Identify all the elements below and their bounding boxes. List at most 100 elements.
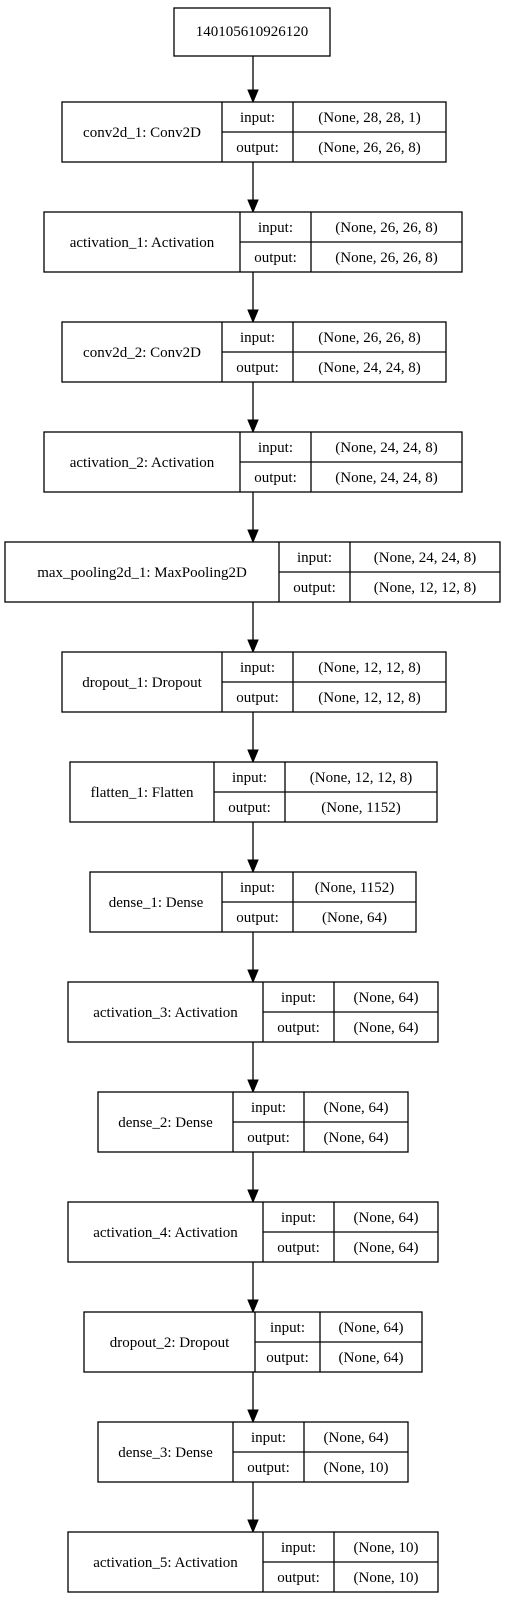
arrowhead: [247, 309, 259, 324]
output-shape: (None, 24, 24, 8): [318, 360, 420, 376]
edges: [247, 56, 259, 1534]
input-shape: (None, 26, 26, 8): [318, 330, 420, 346]
output-label: output:: [277, 1570, 320, 1586]
arrowhead: [247, 969, 259, 984]
layer-name: dense_3: Dense: [118, 1445, 213, 1461]
layer-node: conv2d_1: Conv2D input: output: (None, 28, …: [61, 101, 447, 163]
input-shape: (None, 12, 12, 8): [310, 770, 412, 786]
edge-arrow: [247, 162, 259, 214]
layer-name: conv2d_1: Conv2D: [83, 125, 201, 141]
layer-name: dense_1: Dense: [109, 895, 204, 911]
input-shape: (None, 28, 28, 1): [318, 110, 420, 126]
output-label: output:: [236, 140, 279, 156]
input-label: input:: [240, 330, 275, 346]
input-label: input:: [281, 990, 316, 1006]
output-shape: (None, 64): [339, 1350, 404, 1366]
edge-arrow: [247, 1482, 259, 1534]
layer-name: activation_2: Activation: [70, 455, 215, 471]
output-shape: (None, 64): [354, 1020, 419, 1036]
edge-arrow: [247, 712, 259, 764]
input-label: input:: [258, 440, 293, 456]
input-node: 140105610926120: [173, 7, 331, 57]
output-shape: (None, 24, 24, 8): [335, 470, 437, 486]
input-label: input:: [232, 770, 267, 786]
output-label: output:: [293, 580, 336, 596]
input-node-label: 140105610926120: [196, 24, 309, 40]
input-label: input:: [240, 660, 275, 676]
layer-node: activation_5: Activationinput:output:(No…: [67, 1531, 439, 1593]
arrowhead: [247, 1189, 259, 1204]
output-shape: (None, 26, 26, 8): [318, 140, 420, 156]
input-label: input:: [251, 1430, 286, 1446]
edge-arrow: [247, 602, 259, 654]
arrowhead: [247, 89, 259, 104]
arrowhead: [247, 749, 259, 764]
layer-node: max_pooling2d_1: MaxPooling2D input: outpu…: [4, 541, 501, 603]
layer-name: activation_4: Activation: [93, 1225, 238, 1241]
layer-name: activation_1: Activation: [70, 235, 215, 251]
edge-arrow: [247, 1152, 259, 1204]
input-shape: (None, 24, 24, 8): [374, 550, 476, 566]
layer-box: [67, 1531, 439, 1593]
arrowhead: [247, 199, 259, 214]
input-shape: (None, 26, 26, 8): [335, 220, 437, 236]
arrowhead: [247, 1409, 259, 1424]
input-label: input:: [297, 550, 332, 566]
output-label: output:: [254, 470, 297, 486]
layer-name: activation_5: Activation: [93, 1555, 238, 1571]
layer-node: activation_1: Activation input: output: (No…: [43, 211, 463, 273]
edge-arrow: [247, 822, 259, 874]
input-label: input:: [270, 1320, 305, 1336]
output-shape: (None, 64): [322, 910, 387, 926]
layer-name: dropout_2: Dropout: [110, 1335, 230, 1351]
input-shape: (None, 64): [324, 1100, 389, 1116]
input-shape: (None, 64): [354, 990, 419, 1006]
arrowhead: [247, 1079, 259, 1094]
output-label: output:: [247, 1130, 290, 1146]
edge-arrow: [247, 492, 259, 544]
output-shape: (None, 12, 12, 8): [318, 690, 420, 706]
edge-arrow: [247, 272, 259, 324]
input-shape: (None, 24, 24, 8): [335, 440, 437, 456]
output-shape: (None, 64): [354, 1240, 419, 1256]
input-label: input:: [240, 110, 275, 126]
input-shape: (None, 64): [354, 1210, 419, 1226]
edge-arrow: [247, 56, 259, 104]
edge-arrow: [247, 932, 259, 984]
output-label: output:: [254, 250, 297, 266]
arrowhead: [247, 859, 259, 874]
output-label: output:: [277, 1240, 320, 1256]
input-shape: (None, 64): [339, 1320, 404, 1336]
output-shape: (None, 10): [324, 1460, 389, 1476]
layer-name: conv2d_2: Conv2D: [83, 345, 201, 361]
output-label: output:: [247, 1460, 290, 1476]
arrowhead: [247, 419, 259, 434]
output-shape: (None, 26, 26, 8): [335, 250, 437, 266]
edge-arrow: [247, 1042, 259, 1094]
output-label: output:: [236, 690, 279, 706]
layer-name: dense_2: Dense: [118, 1115, 213, 1131]
layer-node: activation_3: Activationinput:output:(No…: [67, 981, 439, 1043]
layer-node: conv2d_2: Conv2D input: output: (None, 26, …: [61, 321, 447, 383]
input-shape: (None, 1152): [315, 880, 394, 896]
input-label: input:: [251, 1100, 286, 1116]
input-shape: (None, 12, 12, 8): [318, 660, 420, 676]
layer-nodes: conv2d_1: Conv2D input: output: (None, 28, …: [4, 101, 501, 1593]
layer-name: dropout_1: Dropout: [82, 675, 202, 691]
layer-node: dropout_1: Dropout input: output: (None, 12…: [61, 651, 447, 713]
output-label: output:: [228, 800, 271, 816]
input-label: input:: [281, 1210, 316, 1226]
layer-name: max_pooling2d_1: MaxPooling2D: [37, 565, 247, 581]
layer-name: flatten_1: Flatten: [91, 785, 194, 801]
input-label: input:: [281, 1540, 316, 1556]
layer-name: activation_3: Activation: [93, 1005, 238, 1021]
input-label: input:: [258, 220, 293, 236]
output-label: output:: [236, 360, 279, 376]
arrowhead: [247, 639, 259, 654]
edge-arrow: [247, 382, 259, 434]
